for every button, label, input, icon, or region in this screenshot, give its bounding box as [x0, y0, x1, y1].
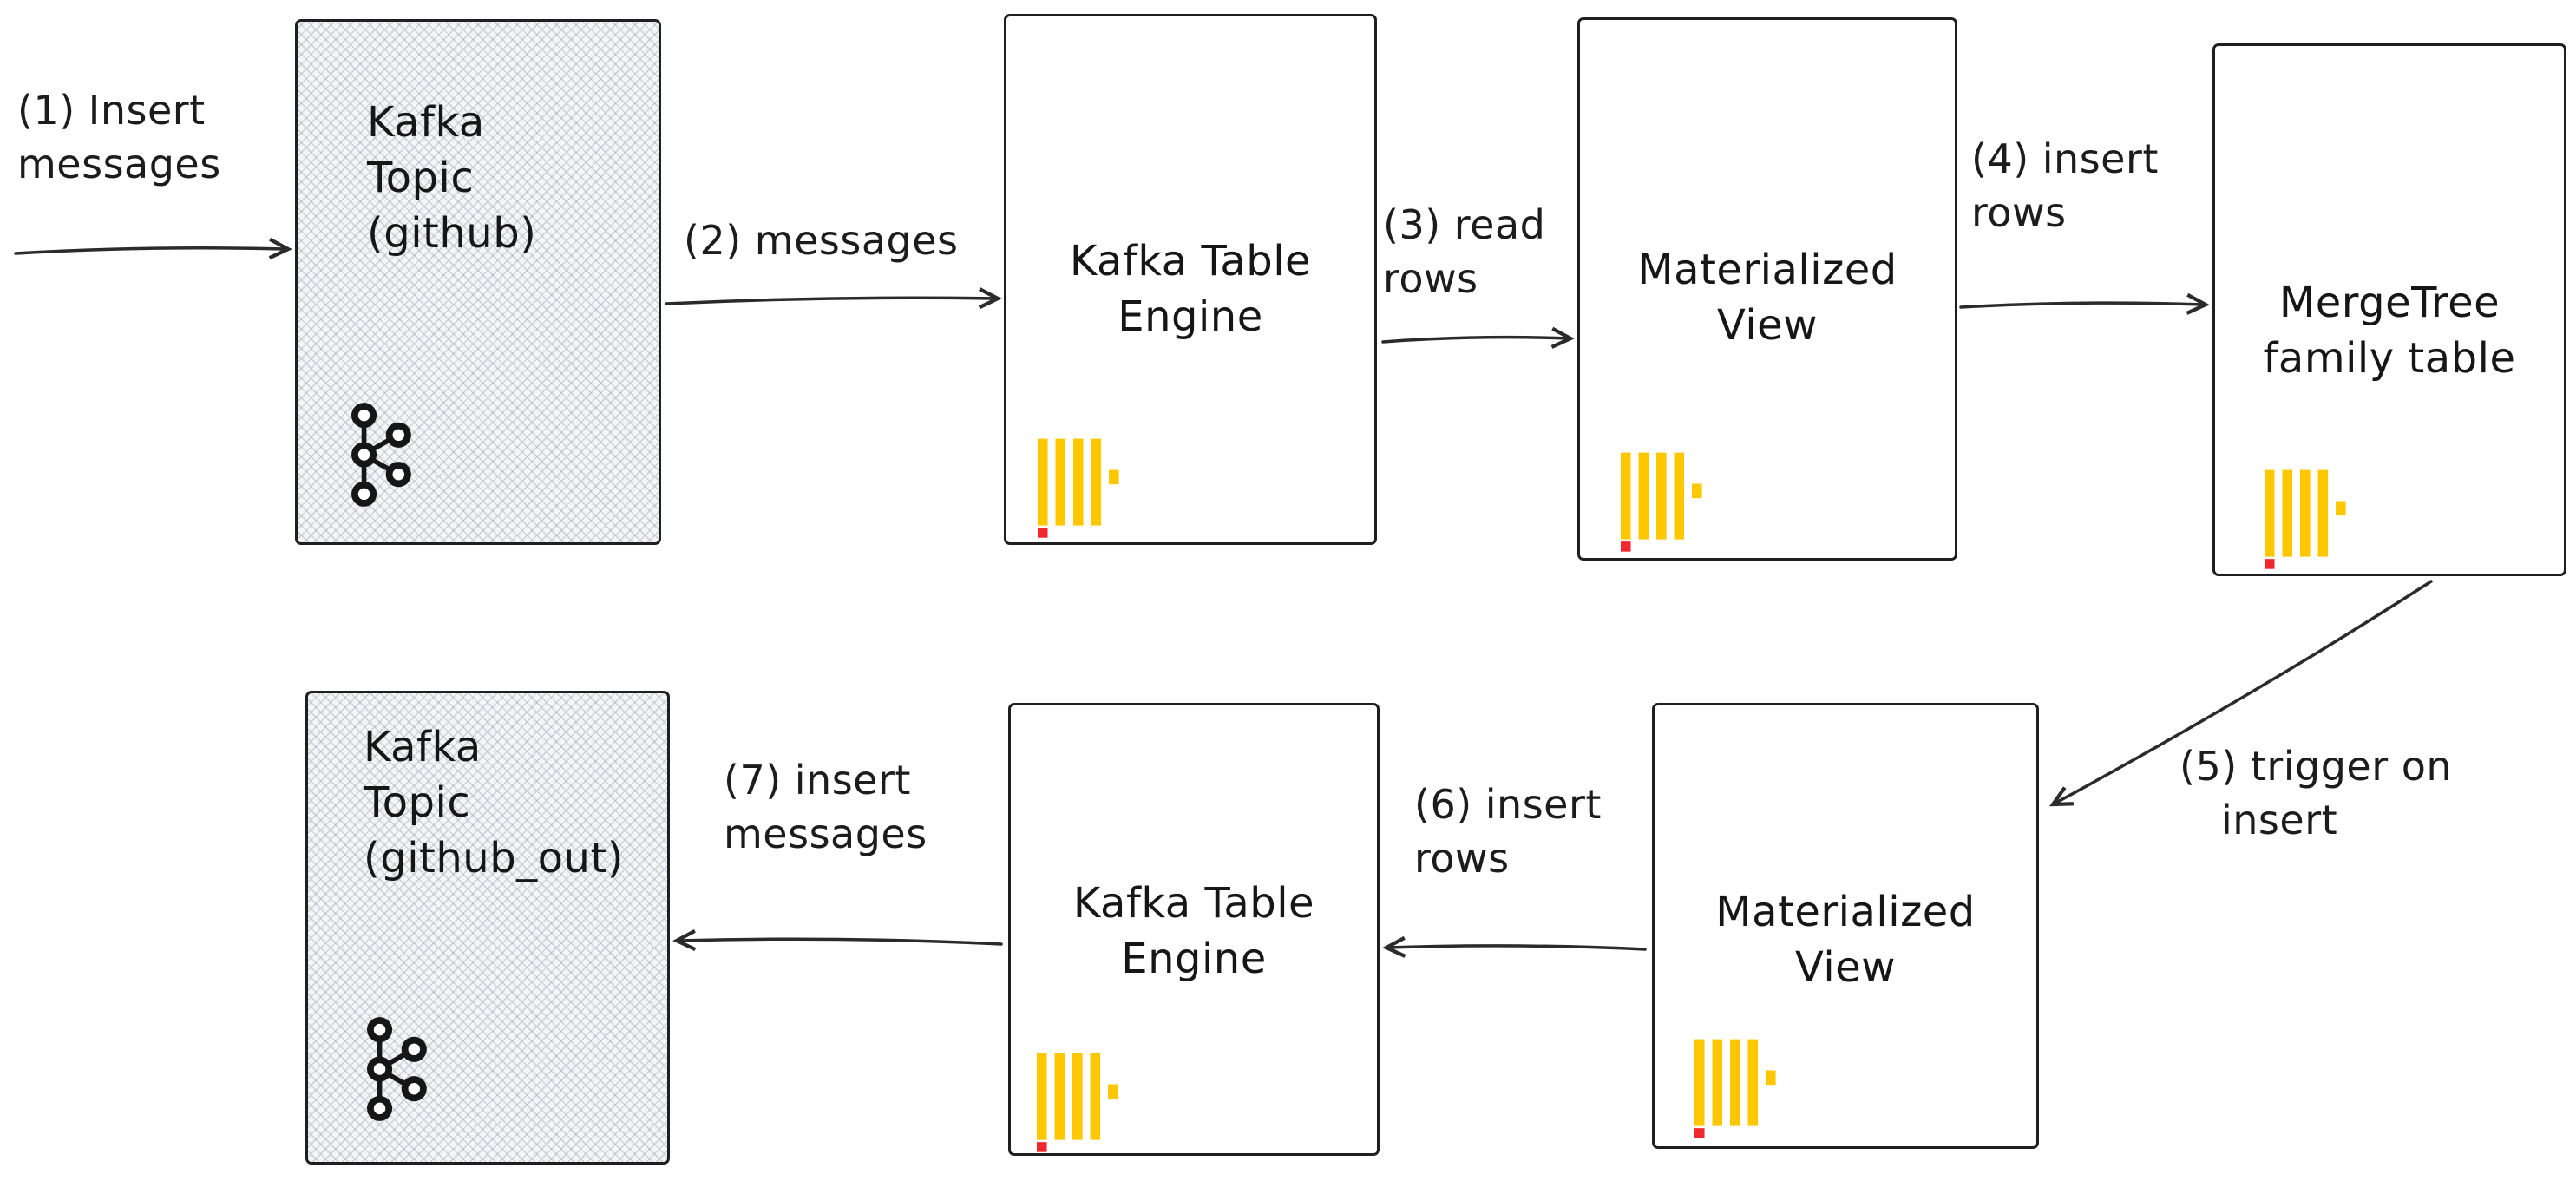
title-line: Engine: [1118, 292, 1263, 341]
edge-label-5: (5) trigger on insert: [2179, 739, 2452, 847]
arrow-edge-3: [1381, 338, 1569, 342]
arrow-edge-6: [1388, 946, 1647, 949]
arrow-edge-1: [14, 248, 286, 253]
node-title: Kafka Topic (github): [367, 95, 536, 261]
edge-label-line: messages: [724, 810, 927, 857]
title-line: (github_out): [364, 834, 624, 882]
title-line: Topic: [364, 778, 471, 827]
node-title: Kafka Topic (github_out): [364, 719, 624, 886]
node-mergetree-family-table: MergeTree family table: [2212, 43, 2566, 576]
node-title: Kafka Table Engine: [1006, 233, 1374, 344]
kafka-icon: [358, 1016, 433, 1122]
title-line: Kafka: [364, 723, 482, 771]
edge-label-6: (6) insert rows: [1414, 777, 1602, 885]
title-line: View: [1795, 943, 1896, 992]
arrow-edge-7: [678, 939, 1003, 944]
edge-label-line: messages: [17, 141, 221, 187]
title-line: Kafka Table: [1069, 237, 1312, 285]
title-line: MergeTree: [2278, 279, 2501, 327]
edge-label-line: rows: [1383, 255, 1478, 302]
title-line: Materialized: [1637, 246, 1898, 294]
clickhouse-icon: [1038, 438, 1119, 538]
clickhouse-icon: [1621, 452, 1702, 552]
node-title: Materialized View: [1580, 242, 1955, 353]
edge-label-2: (2) messages: [684, 213, 958, 267]
edge-label-line: insert: [2221, 797, 2338, 843]
title-line: Engine: [1121, 935, 1267, 983]
title-line: (github): [367, 209, 537, 258]
edge-label-3: (3) read rows: [1383, 198, 1545, 305]
edge-label-line: (4) insert: [1971, 135, 2159, 182]
clickhouse-icon: [1037, 1053, 1118, 1152]
title-line: Kafka: [367, 98, 485, 147]
node-title: Kafka Table Engine: [1011, 876, 1377, 987]
title-line: family table: [2263, 334, 2516, 383]
node-kafka-table-engine-bottom: Kafka Table Engine: [1008, 703, 1380, 1156]
node-materialized-view-top: Materialized View: [1577, 17, 1957, 561]
edge-label-1: (1) Insert messages: [17, 83, 221, 191]
edge-label-line: (3) read: [1383, 201, 1546, 248]
kafka-icon: [343, 402, 417, 508]
title-line: Kafka Table: [1072, 879, 1315, 928]
node-materialized-view-bottom: Materialized View: [1652, 703, 2039, 1149]
node-kafka-topic-github: Kafka Topic (github): [295, 19, 661, 545]
edge-label-line: (2) messages: [684, 217, 959, 264]
clickhouse-icon: [1694, 1039, 1776, 1138]
edge-label-line: (6) insert: [1414, 781, 1602, 828]
node-kafka-topic-github-out: Kafka Topic (github_out): [305, 691, 670, 1165]
edge-label-line: (5) trigger on: [2179, 743, 2453, 790]
node-title: Materialized View: [1655, 884, 2036, 995]
edge-label-line: (1) Insert: [17, 87, 206, 134]
arrow-edge-4: [1959, 303, 2204, 307]
node-title: MergeTree family table: [2215, 275, 2564, 386]
edge-label-4: (4) insert rows: [1971, 132, 2159, 239]
title-line: View: [1717, 301, 1818, 350]
title-line: Topic: [367, 154, 475, 202]
edge-label-line: rows: [1971, 189, 2067, 236]
edge-label-line: rows: [1414, 835, 1510, 882]
arrow-edge-2: [665, 298, 996, 304]
node-kafka-table-engine-top: Kafka Table Engine: [1004, 14, 1377, 545]
edge-label-7: (7) insert messages: [724, 753, 927, 861]
clickhouse-icon: [2265, 469, 2346, 569]
title-line: Materialized: [1715, 888, 1976, 936]
edge-label-line: (7) insert: [724, 757, 911, 804]
